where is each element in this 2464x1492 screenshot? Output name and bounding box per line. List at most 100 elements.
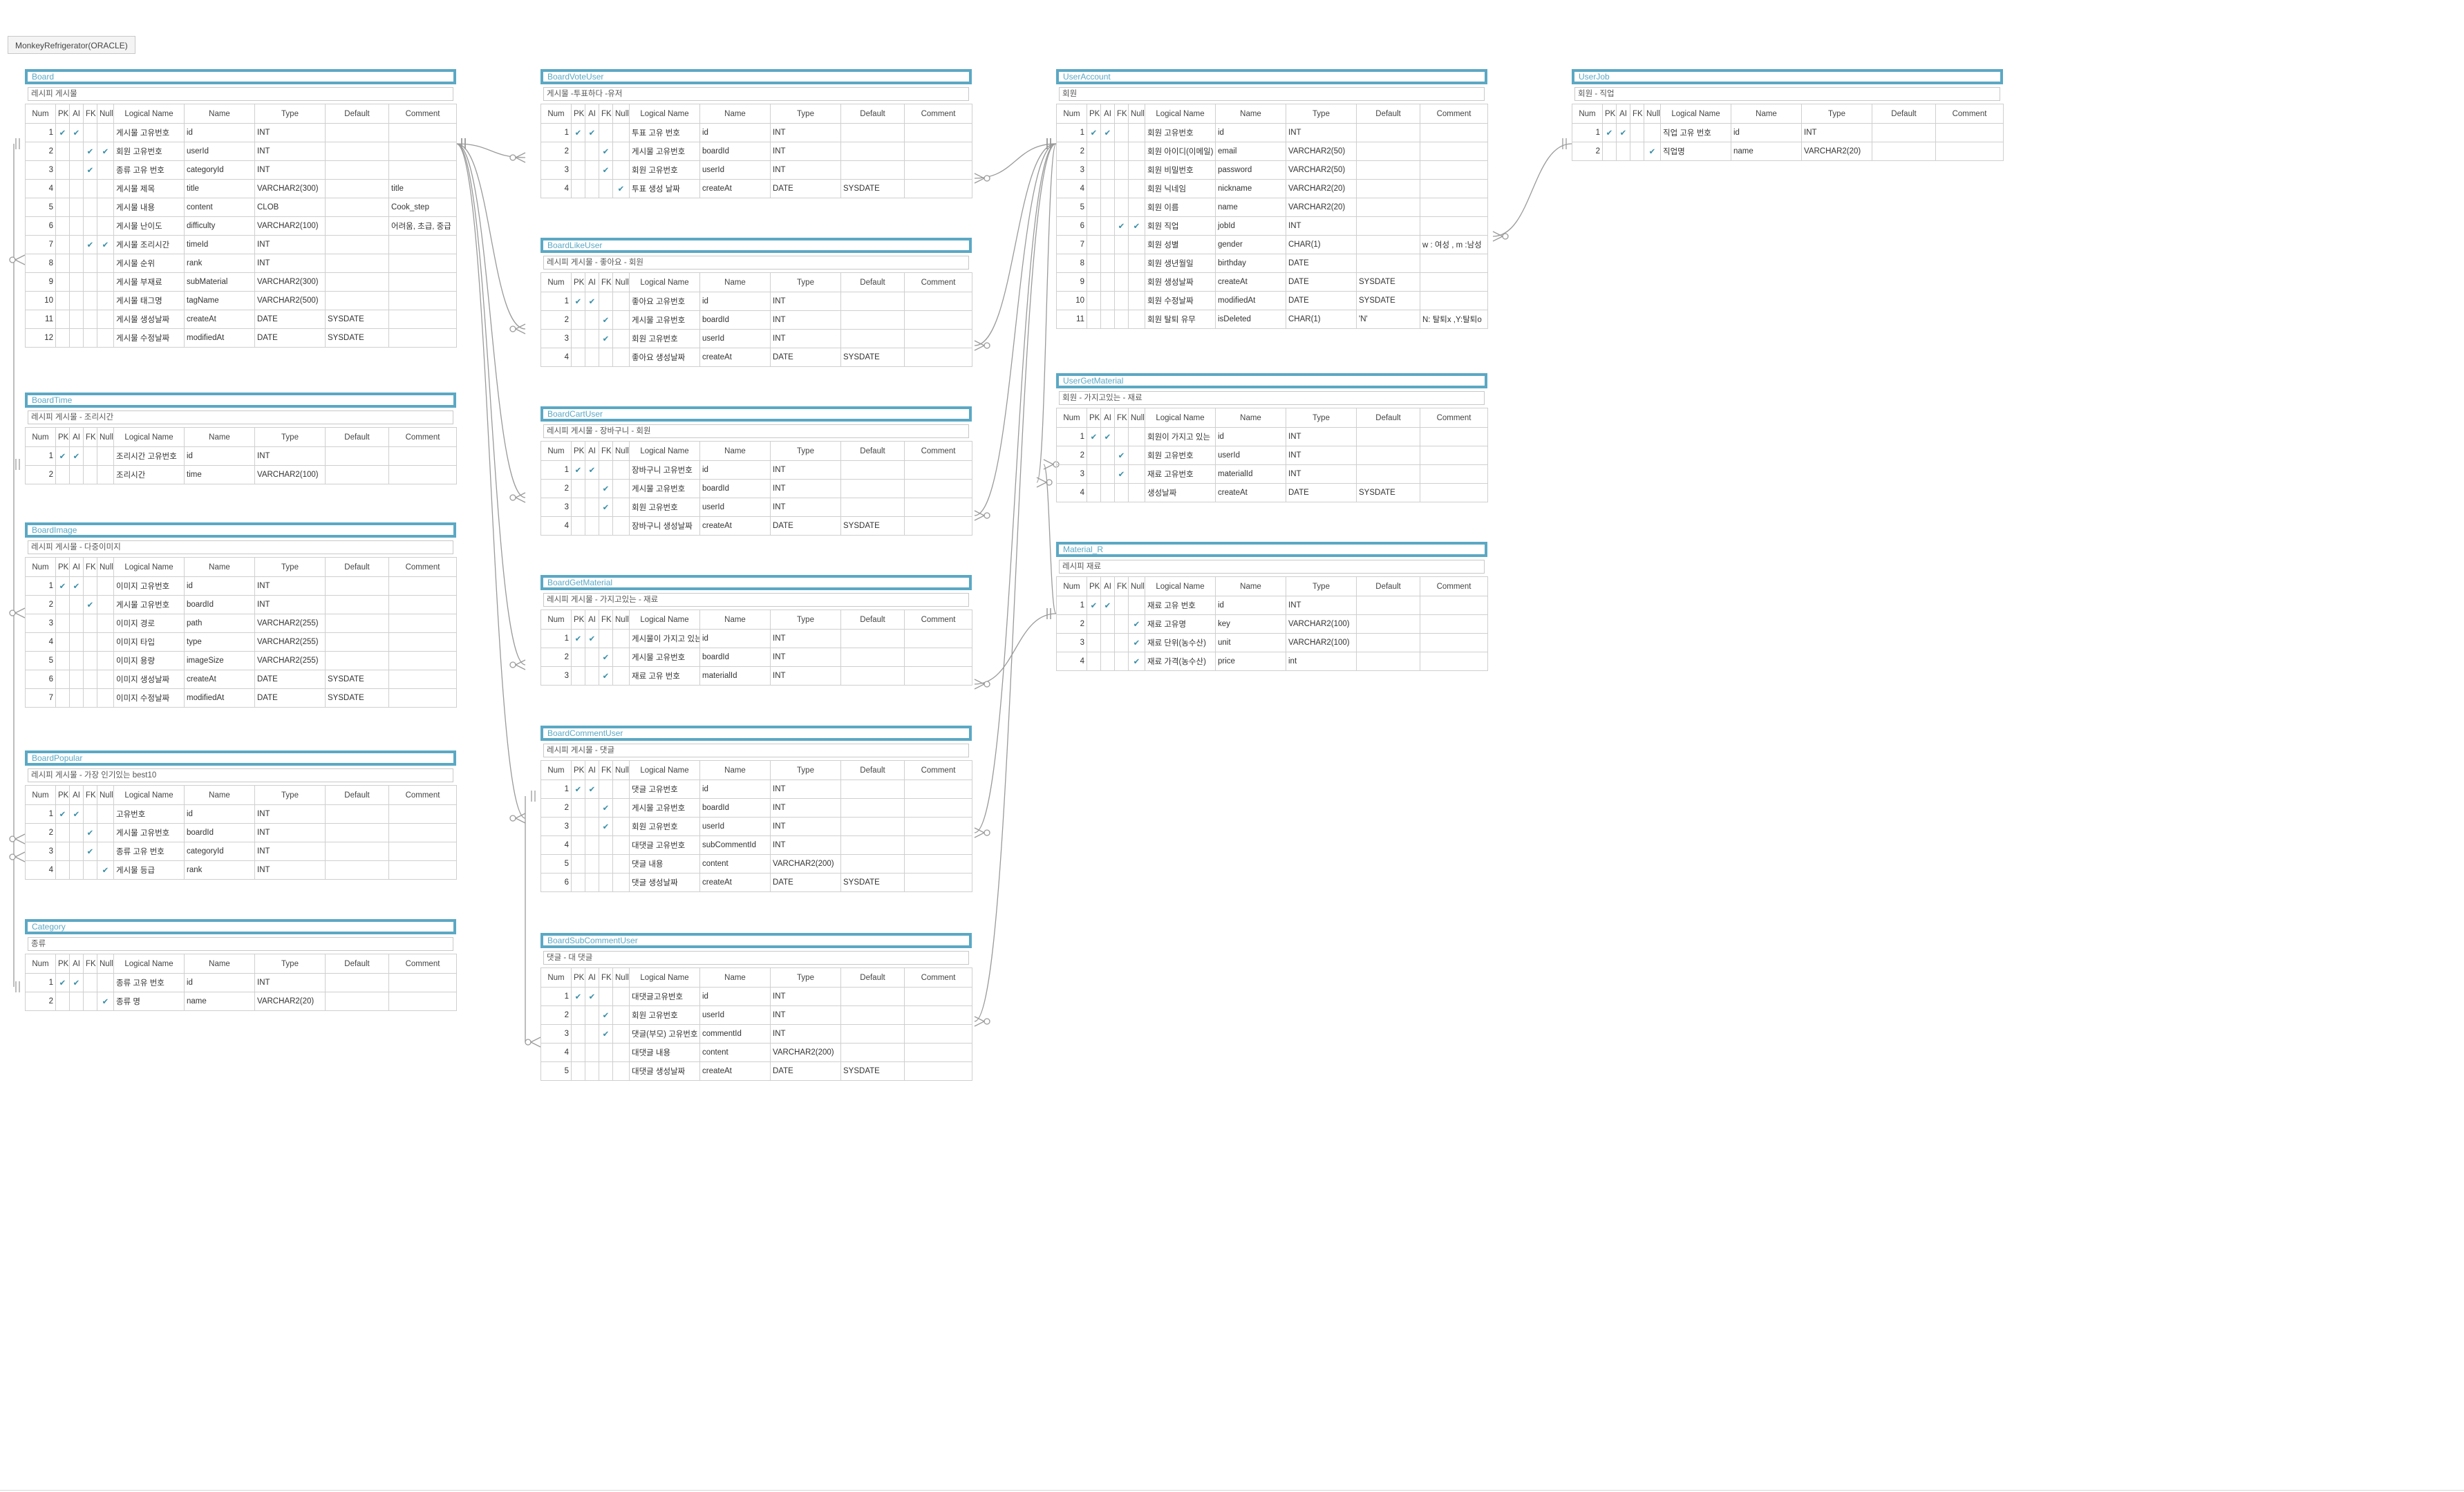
cell-num[interactable]: 7 — [25, 235, 56, 254]
cell-ai[interactable]: ✔ — [585, 460, 599, 480]
cell-ai[interactable]: ✔ — [585, 780, 599, 799]
cell-num[interactable]: 5 — [540, 1061, 572, 1081]
cell-default[interactable] — [840, 648, 905, 667]
cell-comment[interactable] — [904, 666, 972, 686]
cell-fk[interactable]: ✔ — [599, 498, 613, 517]
cell-comment[interactable] — [388, 310, 457, 329]
cell-default[interactable]: SYSDATE — [325, 310, 389, 329]
cell-fk[interactable] — [83, 688, 97, 708]
cell-pk[interactable] — [55, 860, 70, 880]
cell-num[interactable]: 3 — [540, 498, 572, 517]
cell-ai[interactable] — [69, 272, 84, 292]
cell-fk[interactable]: ✔ — [599, 1005, 613, 1025]
cell-name[interactable]: content — [699, 854, 771, 874]
cell-type[interactable]: int — [1286, 652, 1357, 671]
cell-null[interactable] — [612, 987, 630, 1006]
cell-name[interactable]: modifiedAt — [184, 328, 255, 348]
cell-pk[interactable] — [55, 465, 70, 484]
cell-comment[interactable] — [904, 310, 972, 330]
cell-num[interactable]: 3 — [1056, 464, 1087, 484]
cell-type[interactable]: VARCHAR2(100) — [1286, 614, 1357, 634]
cell-num[interactable]: 1 — [25, 804, 56, 824]
cell-null[interactable]: ✔ — [97, 235, 114, 254]
cell-name[interactable]: subMaterial — [184, 272, 255, 292]
cell-num[interactable]: 4 — [1056, 483, 1087, 502]
cell-default[interactable] — [325, 804, 389, 824]
cell-num[interactable]: 1 — [540, 629, 572, 648]
cell-comment[interactable] — [388, 235, 457, 254]
cell-type[interactable]: VARCHAR2(300) — [254, 272, 326, 292]
cell-comment[interactable] — [904, 629, 972, 648]
cell-comment[interactable] — [904, 1043, 972, 1062]
cell-null[interactable] — [612, 629, 630, 648]
cell-default[interactable]: SYSDATE — [325, 670, 389, 689]
cell-num[interactable]: 2 — [1056, 142, 1087, 161]
cell-logical-name[interactable]: 댓글 고유번호 — [629, 780, 700, 799]
cell-default[interactable]: SYSDATE — [1356, 272, 1420, 292]
cell-logical-name[interactable]: 재료 고유번호 — [1145, 464, 1216, 484]
cell-ai[interactable] — [585, 1024, 599, 1044]
cell-num[interactable]: 6 — [1056, 216, 1087, 236]
cell-ai[interactable] — [585, 498, 599, 517]
cell-name[interactable]: id — [184, 576, 255, 596]
cell-default[interactable] — [840, 123, 905, 142]
cell-pk[interactable]: ✔ — [55, 123, 70, 142]
cell-type[interactable]: INT — [770, 460, 841, 480]
cell-fk[interactable] — [1114, 254, 1129, 273]
cell-comment[interactable] — [388, 160, 457, 180]
cell-num[interactable]: 10 — [1056, 291, 1087, 310]
cell-pk[interactable] — [55, 595, 70, 614]
cell-pk[interactable] — [55, 160, 70, 180]
cell-ai[interactable] — [69, 595, 84, 614]
cell-pk[interactable]: ✔ — [571, 987, 585, 1006]
cell-ai[interactable] — [585, 179, 599, 198]
cell-ai[interactable]: ✔ — [69, 446, 84, 466]
cell-fk[interactable] — [1114, 123, 1129, 142]
cell-null[interactable]: ✔ — [612, 179, 630, 198]
cell-ai[interactable] — [69, 992, 84, 1011]
cell-default[interactable] — [1356, 614, 1420, 634]
cell-type[interactable]: VARCHAR2(50) — [1286, 142, 1357, 161]
entity-title[interactable]: UserGetMaterial — [1056, 373, 1487, 388]
entity-comment[interactable]: 레시피 게시물 - 조리시간 — [28, 410, 453, 424]
cell-type[interactable]: DATE — [254, 670, 326, 689]
cell-comment[interactable] — [904, 516, 972, 536]
cell-type[interactable]: VARCHAR2(500) — [254, 291, 326, 310]
cell-type[interactable]: VARCHAR2(300) — [254, 179, 326, 198]
cell-logical-name[interactable]: 게시물 생성날짜 — [113, 310, 185, 329]
cell-ai[interactable] — [69, 216, 84, 236]
cell-name[interactable]: id — [699, 123, 771, 142]
cell-num[interactable]: 3 — [540, 817, 572, 836]
cell-null[interactable] — [97, 123, 114, 142]
cell-default[interactable] — [840, 666, 905, 686]
cell-null[interactable] — [1128, 310, 1145, 329]
cell-type[interactable]: DATE — [770, 348, 841, 367]
cell-comment[interactable] — [388, 142, 457, 161]
cell-default[interactable] — [1356, 633, 1420, 652]
cell-default[interactable] — [1356, 446, 1420, 465]
cell-fk[interactable]: ✔ — [83, 842, 97, 861]
cell-name[interactable]: id — [699, 460, 771, 480]
cell-fk[interactable]: ✔ — [599, 817, 613, 836]
cell-pk[interactable] — [1087, 272, 1101, 292]
cell-type[interactable]: INT — [770, 648, 841, 667]
cell-num[interactable]: 2 — [540, 648, 572, 667]
cell-name[interactable]: boardId — [699, 798, 771, 818]
cell-type[interactable]: INT — [770, 160, 841, 180]
cell-logical-name[interactable]: 이미지 경로 — [113, 614, 185, 633]
cell-fk[interactable] — [599, 835, 613, 855]
cell-type[interactable]: VARCHAR2(255) — [254, 632, 326, 652]
cell-type[interactable]: INT — [254, 254, 326, 273]
cell-comment[interactable]: 어려움, 초급, 중급 — [388, 216, 457, 236]
cell-fk[interactable] — [599, 179, 613, 198]
cell-num[interactable]: 4 — [540, 179, 572, 198]
